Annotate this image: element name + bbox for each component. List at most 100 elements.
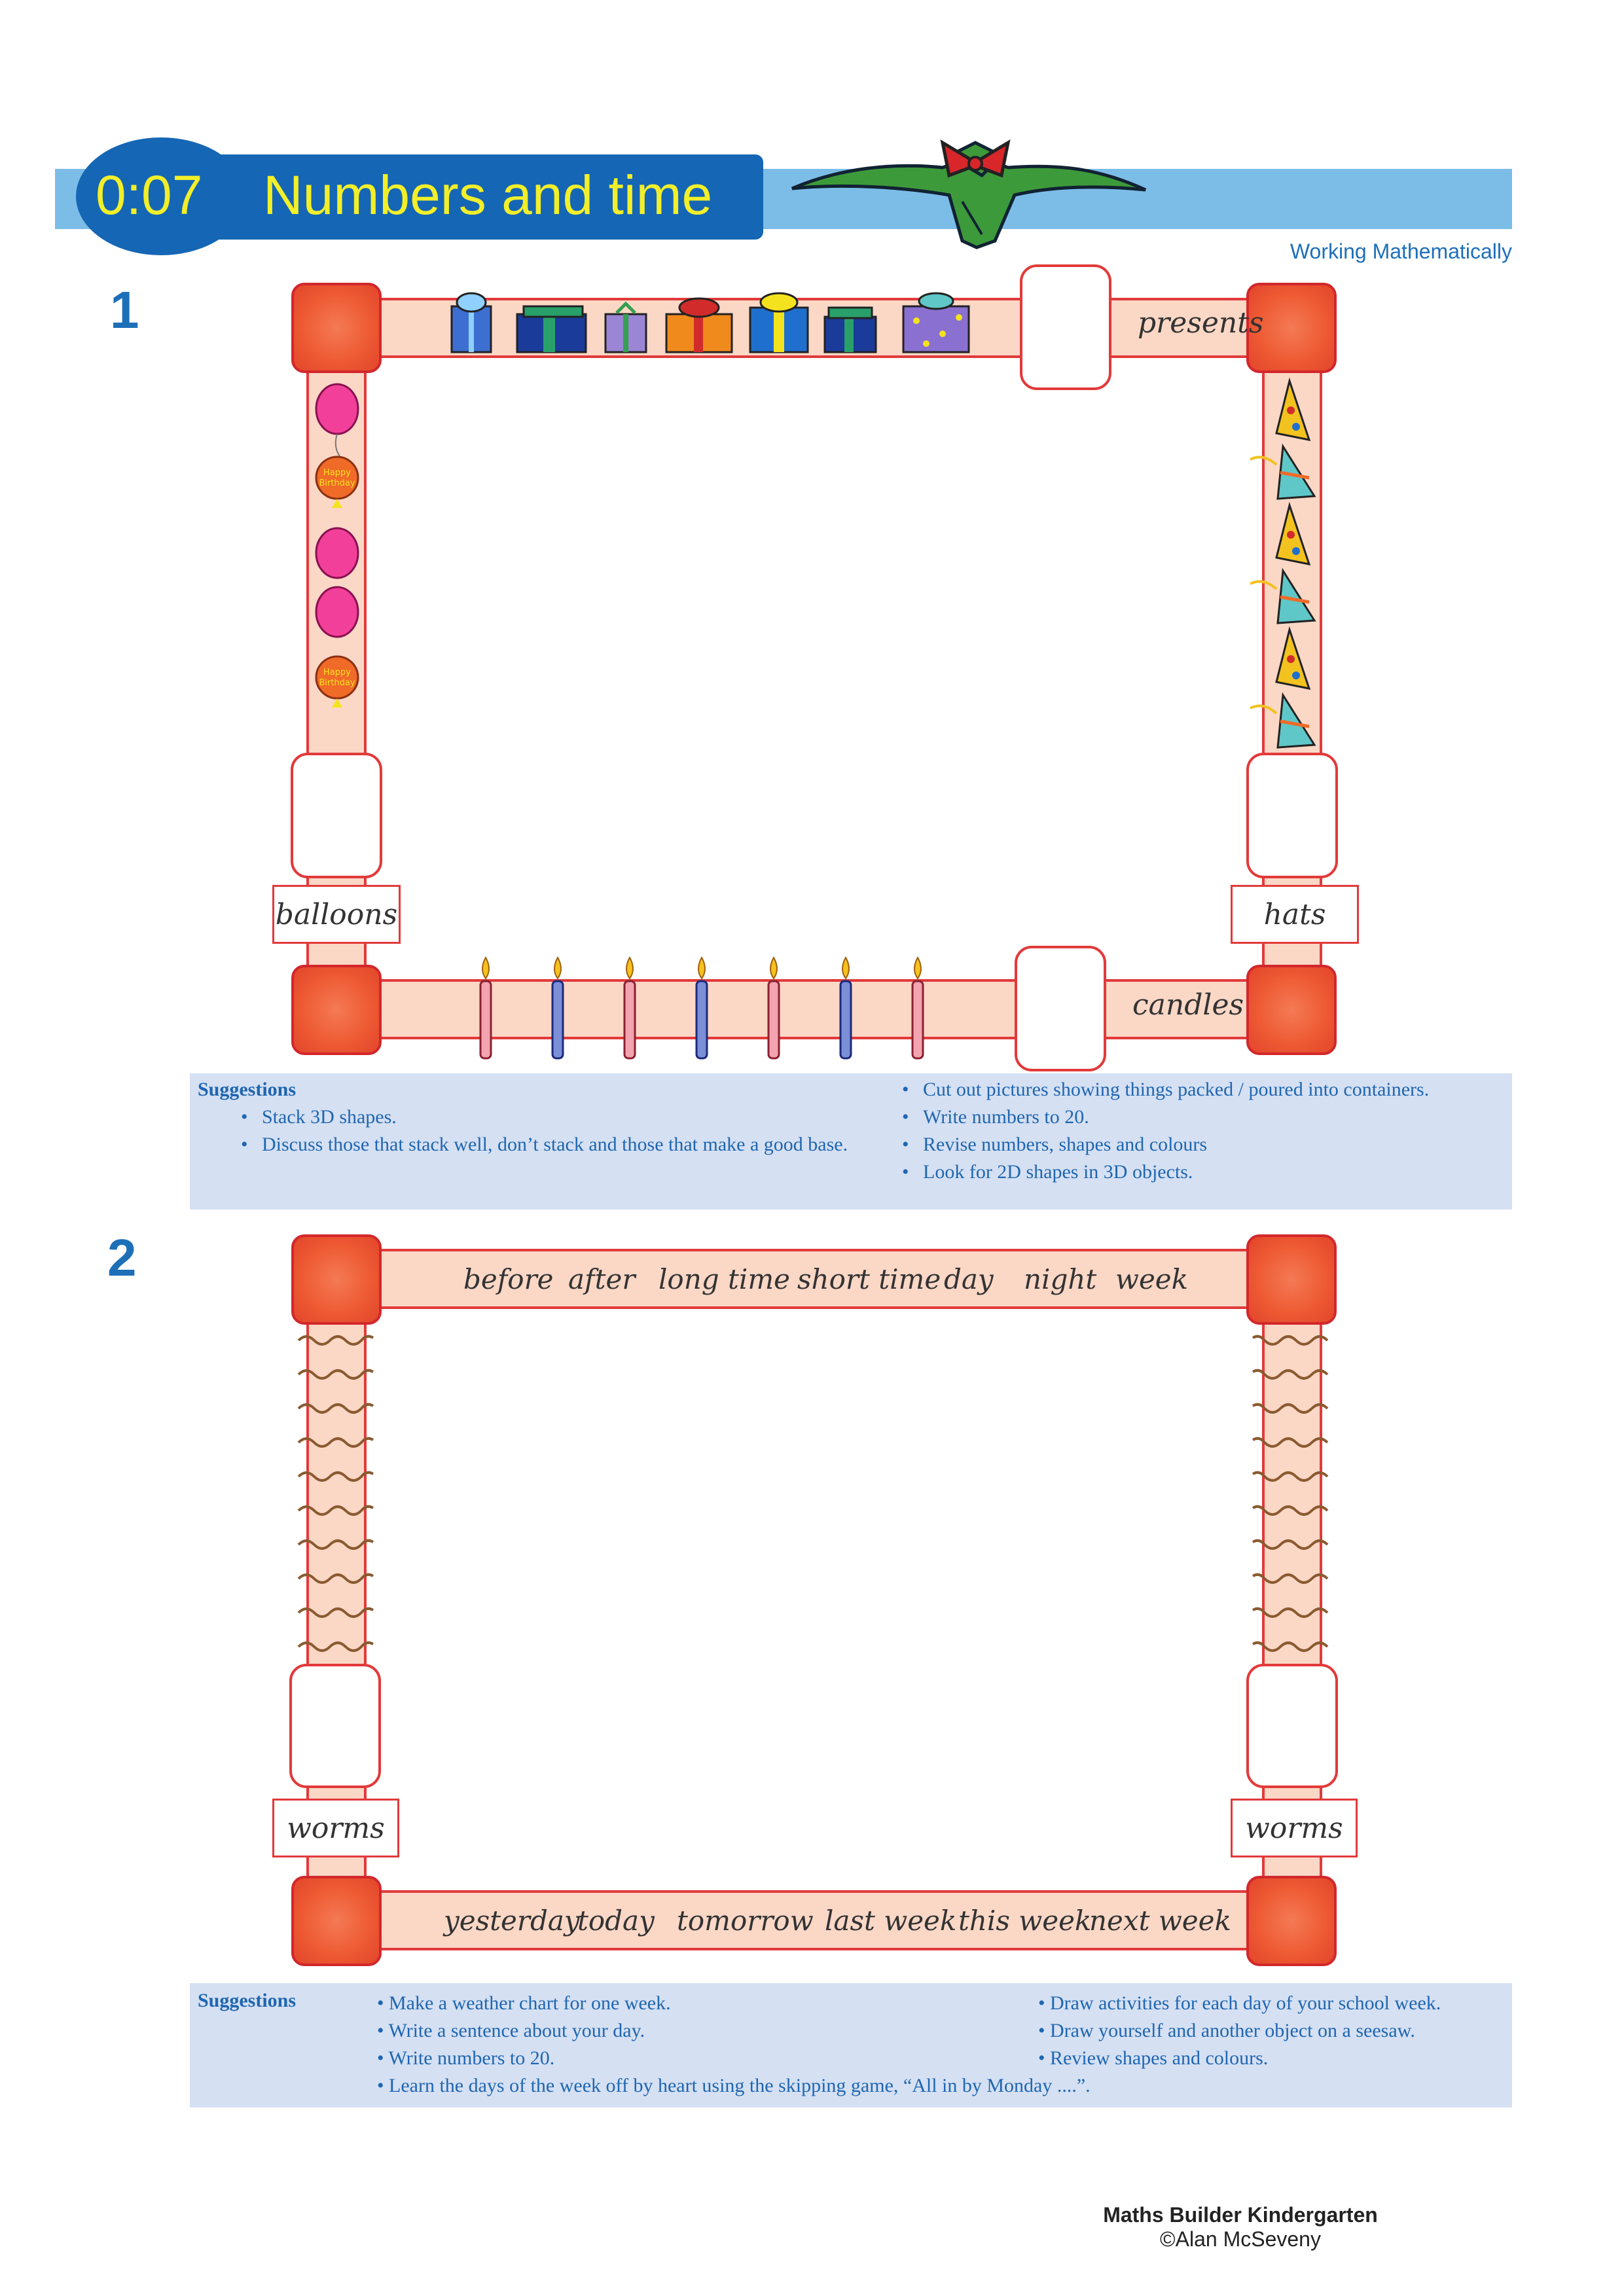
worms-label-left: worms bbox=[272, 1799, 399, 1857]
worm-icon bbox=[1252, 1505, 1329, 1516]
suggestions-left-list: Stack 3D shapes. Discuss those that stac… bbox=[229, 1103, 884, 1158]
candles-label: candles bbox=[1132, 988, 1244, 1022]
corner-top-right bbox=[1246, 283, 1337, 373]
presents-label: presents bbox=[1138, 306, 1264, 340]
lesson-number-oval bbox=[76, 137, 246, 255]
svg-text:Birthday: Birthday bbox=[319, 478, 355, 488]
worm-icon bbox=[1252, 1641, 1329, 1652]
footer-author: ©Alan McSeveny bbox=[1160, 2227, 1321, 2251]
balloon-icon bbox=[315, 586, 359, 638]
svg-text:Happy: Happy bbox=[323, 668, 351, 677]
svg-text:Birthday: Birthday bbox=[319, 678, 355, 688]
worm-icon bbox=[297, 1539, 374, 1550]
time-word: week bbox=[1115, 1263, 1189, 1295]
corner-top-left bbox=[291, 1234, 382, 1325]
candles-row bbox=[479, 956, 924, 1060]
time-word: next week bbox=[1089, 1904, 1231, 1937]
candle-icon bbox=[911, 956, 924, 1060]
suggestion-item: Revise numbers, shapes and colours bbox=[890, 1131, 1506, 1158]
corner-top-right bbox=[1246, 1234, 1337, 1325]
time-word: yesterday bbox=[444, 1904, 580, 1937]
worm-icon bbox=[297, 1403, 374, 1414]
time-word: after bbox=[568, 1263, 636, 1295]
suggestions-panel-2: Suggestions • Make a weather chart for o… bbox=[190, 1983, 1512, 2108]
worm-icon bbox=[1252, 1403, 1329, 1414]
frame-bottom-bar bbox=[340, 979, 1303, 1039]
worm-icon bbox=[1252, 1573, 1329, 1584]
corner-bottom-left bbox=[291, 965, 382, 1055]
answer-box-candles[interactable] bbox=[1015, 946, 1106, 1071]
suggestions-right-list: Cut out pictures showing things packed /… bbox=[890, 1076, 1506, 1186]
strand-label: Working Mathematically bbox=[1290, 240, 1512, 263]
worm-icon bbox=[297, 1505, 374, 1516]
frame-bottom-bar: yesterday today tomorrow last week this … bbox=[340, 1890, 1303, 1950]
gift-icon bbox=[604, 301, 647, 353]
worms-column-right bbox=[1252, 1335, 1329, 1652]
lesson-number: 0:07 bbox=[96, 164, 203, 226]
suggestions-title: Suggestions bbox=[198, 1079, 297, 1100]
corner-top-left bbox=[291, 283, 382, 373]
answer-box-hats[interactable] bbox=[1246, 753, 1338, 878]
answer-box-worms-right[interactable] bbox=[1246, 1664, 1338, 1788]
suggestion-item: Cut out pictures showing things packed /… bbox=[890, 1076, 1506, 1103]
suggestions-col-1: • Make a weather chart for one week. • W… bbox=[377, 1990, 1228, 2100]
worms-column-left bbox=[297, 1335, 374, 1652]
worm-icon bbox=[297, 1573, 374, 1584]
worm-icon bbox=[297, 1437, 374, 1448]
suggestion-item: Stack 3D shapes. bbox=[229, 1103, 884, 1131]
suggestion-item: • Draw activities for each day of your s… bbox=[1038, 1992, 1441, 2014]
presents-row bbox=[450, 292, 970, 353]
gift-icon bbox=[665, 297, 733, 353]
time-word: short time bbox=[797, 1263, 941, 1295]
suggestion-item: • Review shapes and colours. bbox=[1038, 2047, 1269, 2069]
footer-book-title: Maths Builder Kindergarten bbox=[1103, 2203, 1378, 2227]
suggestion-item: Look for 2D shapes in 3D objects. bbox=[890, 1158, 1506, 1186]
title-tab bbox=[196, 154, 763, 240]
worm-icon bbox=[297, 1335, 374, 1346]
gift-icon bbox=[902, 292, 970, 353]
time-word: day bbox=[944, 1263, 994, 1295]
exercise-number: 2 bbox=[107, 1229, 137, 1287]
time-word: tomorrow bbox=[677, 1904, 814, 1937]
corner-bottom-right bbox=[1246, 1876, 1337, 1966]
time-word: this week bbox=[958, 1904, 1092, 1937]
pterodactyl-icon bbox=[791, 139, 1147, 249]
suggestions-panel-1: Suggestions Stack 3D shapes. Discuss tho… bbox=[190, 1073, 1512, 1210]
answer-box-balloons[interactable] bbox=[291, 753, 382, 878]
candle-icon bbox=[623, 956, 636, 1060]
party-hat-icon bbox=[1275, 501, 1311, 565]
worm-icon bbox=[297, 1607, 374, 1618]
party-hat-icon bbox=[1275, 626, 1311, 690]
suggestion-item: Discuss those that stack well, don’t sta… bbox=[229, 1131, 884, 1158]
candle-icon bbox=[767, 956, 780, 1060]
corner-bottom-left bbox=[291, 1876, 382, 1966]
answer-box-worms-left[interactable] bbox=[289, 1664, 381, 1788]
worm-icon bbox=[297, 1471, 374, 1482]
time-word: today bbox=[577, 1904, 655, 1937]
page-title: Numbers and time bbox=[263, 164, 713, 226]
balloons-label: balloons bbox=[272, 885, 401, 944]
worm-icon bbox=[1252, 1471, 1329, 1482]
gift-icon bbox=[450, 292, 492, 353]
exercise-number: 1 bbox=[110, 281, 139, 339]
frame-top-bar: before after long time short time day ni… bbox=[340, 1249, 1303, 1309]
hats-column bbox=[1250, 377, 1316, 749]
footer: Maths Builder Kindergarten ©Alan McSeven… bbox=[1047, 2203, 1434, 2251]
time-word: night bbox=[1024, 1263, 1097, 1295]
candle-icon bbox=[479, 956, 492, 1060]
worms-label-right: worms bbox=[1231, 1799, 1358, 1857]
suggestion-item: • Draw yourself and another object on a … bbox=[1038, 2020, 1415, 2041]
candle-icon bbox=[695, 956, 708, 1060]
worm-icon bbox=[297, 1369, 374, 1380]
answer-box-presents[interactable] bbox=[1020, 264, 1111, 390]
time-word: last week bbox=[825, 1904, 957, 1937]
party-hat-icon bbox=[1250, 443, 1316, 500]
candle-icon bbox=[551, 956, 564, 1060]
time-word: before bbox=[463, 1263, 554, 1295]
worm-icon bbox=[1252, 1335, 1329, 1346]
suggestions-col-2: • Draw activities for each day of your s… bbox=[1038, 1990, 1509, 2072]
party-hat-icon bbox=[1250, 567, 1316, 624]
worm-icon bbox=[1252, 1607, 1329, 1618]
party-hat-icon bbox=[1275, 377, 1311, 441]
